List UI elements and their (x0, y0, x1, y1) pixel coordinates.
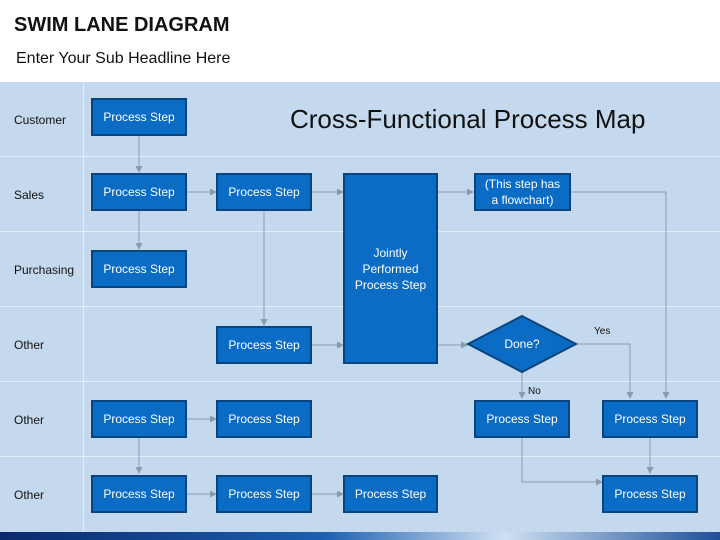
process-step-other2-3[interactable]: Process Step (474, 400, 570, 438)
footer-bar (0, 532, 720, 540)
connector-flowchart-to-right-step (571, 191, 670, 399)
lane-other-1: Other (0, 307, 720, 382)
process-step-other1[interactable]: Process Step (216, 326, 312, 364)
process-step-purchasing[interactable]: Process Step (91, 250, 187, 288)
slide-subtitle: Enter Your Sub Headline Here (16, 50, 231, 67)
process-step-other3-3[interactable]: Process Step (343, 475, 438, 513)
lane-other-3: Other (0, 457, 720, 532)
decision-label[interactable]: Done? (504, 337, 540, 351)
lane-other-2: Other (0, 382, 720, 457)
slide-title: SWIM LANE DIAGRAM (14, 14, 230, 36)
process-step-other3-1[interactable]: Process Step (91, 475, 187, 513)
lane-label-purchasing: Purchasing (0, 232, 84, 307)
process-step-other2-4[interactable]: Process Step (602, 400, 698, 438)
map-title: Cross-Functional Process Map (290, 104, 646, 134)
process-step-sales-2[interactable]: Process Step (216, 173, 312, 211)
process-step-other3-4[interactable]: Process Step (602, 475, 698, 513)
lane-label-customer: Customer (0, 82, 84, 157)
process-step-customer[interactable]: Process Step (91, 98, 187, 136)
process-step-other2-2[interactable]: Process Step (216, 400, 312, 438)
jointly-performed-step[interactable]: Jointly Performed Process Step (343, 173, 438, 364)
connector-yes-branch (576, 343, 634, 399)
decision-diamond (465, 314, 579, 374)
no-label: No (528, 386, 541, 397)
lane-label-other-3: Other (0, 457, 84, 532)
process-step-other3-2[interactable]: Process Step (216, 475, 312, 513)
flowchart-step[interactable]: (This step has a flowchart) (474, 173, 571, 211)
lane-label-other-1: Other (0, 307, 84, 382)
yes-label: Yes (594, 326, 611, 337)
connector-nostep-to-final (521, 438, 603, 486)
process-step-sales-1[interactable]: Process Step (91, 173, 187, 211)
lane-customer: Customer (0, 82, 720, 157)
process-step-other2-1[interactable]: Process Step (91, 400, 187, 438)
lane-label-sales: Sales (0, 157, 84, 232)
lane-label-other-2: Other (0, 382, 84, 457)
